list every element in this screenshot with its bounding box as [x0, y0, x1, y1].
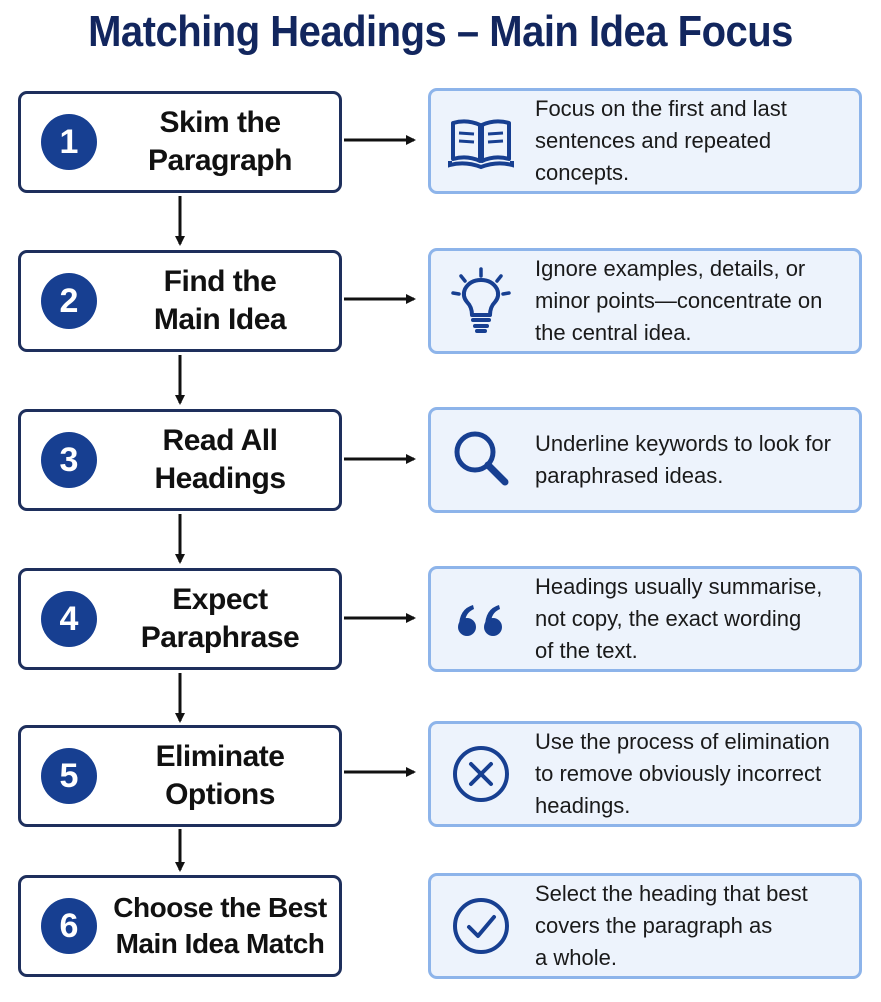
page-title: Matching Headings – Main Idea Focus — [88, 8, 793, 56]
quote-icon — [458, 605, 502, 636]
step-1-box: 1 Skim the Paragraph — [18, 91, 342, 193]
step-6-tip-box: Select the heading that best covers the … — [428, 873, 862, 979]
step-3-box: 3 Read All Headings — [18, 409, 342, 511]
step-3-tip-box: Underline keywords to look for paraphras… — [428, 407, 862, 513]
step-5-tip-box: Use the process of elimination to remove… — [428, 721, 862, 827]
step-title: Expect Paraphrase — [140, 583, 300, 654]
lightbulb-icon — [451, 267, 511, 333]
step-4-box: 4 Expect Paraphrase — [18, 568, 342, 670]
step-tip-text: Underline keywords to look for paraphras… — [535, 431, 831, 488]
step-title: Read All Headings — [154, 424, 286, 495]
step-title: Choose the Best Main Idea Match — [113, 892, 327, 959]
step-number-badge: 1 — [41, 114, 97, 170]
step-number-badge: 3 — [41, 432, 97, 488]
step-tip-text: Ignore examples, details, or minor point… — [535, 256, 823, 345]
step-6-box: 6 Choose the Best Main Idea Match — [18, 875, 342, 977]
step-2-box: 2 Find the Main Idea — [18, 250, 342, 352]
step-tip-text: Use the process of elimination to remove… — [535, 729, 830, 818]
step-title: Skim the Paragraph — [148, 106, 292, 177]
step-1-tip-box: Focus on the first and last sentences an… — [428, 88, 862, 194]
step-title: Eliminate Options — [155, 740, 285, 811]
check-circle-icon — [453, 898, 509, 954]
x-circle-icon — [453, 746, 509, 802]
step-tip-text: Headings usually summarise, not copy, th… — [535, 574, 823, 663]
step-number-badge: 6 — [41, 898, 97, 954]
magnifier-icon — [454, 431, 509, 486]
step-5-box: 5 Eliminate Options — [18, 725, 342, 827]
step-4-tip-box: Headings usually summarise, not copy, th… — [428, 566, 862, 672]
step-title: Find the Main Idea — [153, 265, 287, 336]
open-book-icon — [448, 119, 514, 170]
step-tip-text: Focus on the first and last sentences an… — [535, 96, 787, 185]
step-number-badge: 2 — [41, 273, 97, 329]
step-number-badge: 5 — [41, 748, 97, 804]
step-2-tip-box: Ignore examples, details, or minor point… — [428, 248, 862, 354]
step-number-badge: 4 — [41, 591, 97, 647]
step-tip-text: Select the heading that best covers the … — [535, 881, 808, 970]
